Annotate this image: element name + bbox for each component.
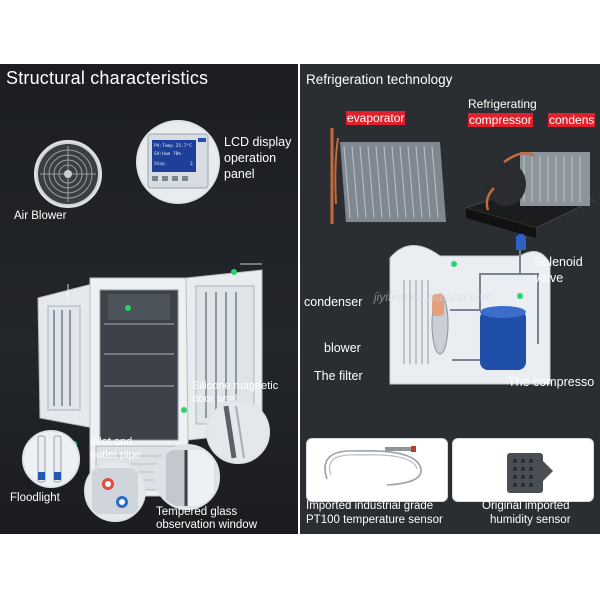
system-schematic (389, 231, 551, 385)
refrigeration-diagram (370, 231, 570, 394)
condenser-label: condenser (304, 295, 363, 309)
humidity-sensor-label-1: Original imported (482, 500, 570, 512)
watermark: jiyifest.en.alibaba.com (374, 290, 493, 304)
temp-sensor-label-2: PT100 temperature sensor (306, 514, 443, 526)
lcd-label-3: panel (224, 167, 255, 181)
lcd-line-4: 3 (190, 162, 193, 167)
refrigerating-label: Refrigerating (468, 97, 537, 111)
temp-sensor-label-1: Imported industrial grade (306, 500, 434, 512)
blower-label: blower (324, 341, 361, 355)
humidity-sensor-card (452, 438, 594, 502)
pt100-sensor-icon (324, 446, 422, 486)
inlet-label-2: outlet pipe (90, 449, 141, 461)
compressor-bottom-label: The compresso (508, 375, 595, 389)
chamber-illustration (37, 263, 263, 497)
filter-label: The filter (314, 369, 363, 383)
humidity-sensor-label-2: humidity sensor (490, 514, 571, 526)
glass-label-2: observation window (156, 519, 258, 531)
air-blower-photo (34, 140, 102, 208)
glass-window-photo (154, 444, 220, 510)
condens-label: condens (548, 113, 596, 127)
solenoid-label-2: valve (534, 271, 564, 285)
compressor-top-label: compressor (468, 113, 533, 127)
silicone-label-1: Silicone magnetic (192, 380, 279, 392)
evaporator-tag: evaporator (346, 111, 406, 125)
air-blower-label: Air Blower (14, 210, 67, 222)
fan-icon (38, 144, 98, 204)
lcd-label-1: LCD display (224, 135, 292, 149)
solenoid-label-1: Solenoid (534, 255, 583, 269)
evaporator-label: evaporator (346, 111, 406, 125)
inlet-pipe-photo (84, 460, 146, 522)
inlet-label-1: Inlet and (90, 436, 133, 448)
lcd-line-1: PV:Temp 25.7°C (154, 144, 192, 149)
structural-title: Structural characteristics (6, 68, 209, 88)
lcd-line-2: SV:Hum 70% (154, 152, 182, 157)
lcd-label-2: operation (224, 151, 277, 165)
condens-tag: condens (548, 113, 596, 127)
controller-icon (147, 133, 209, 189)
pipe-icon (92, 468, 138, 514)
lcd-line-3: Stop (154, 162, 165, 167)
compressor-unit-photo (464, 151, 596, 238)
window-icon (166, 450, 214, 506)
compressor-tag: compressor (468, 113, 533, 127)
door-seal-photo (206, 400, 270, 464)
lcd-panel-photo: PV:Temp 25.7°C SV:Hum 70% Stop 3 (136, 120, 220, 204)
floodlight-label: Floodlight (10, 492, 60, 504)
temperature-sensor-card (306, 438, 448, 502)
refrigeration-title: Refrigeration technology (306, 72, 453, 87)
floodlight-icon (37, 435, 62, 483)
structural-panel: Structural characteristics Air Blower (0, 64, 298, 534)
seal-icon (223, 405, 245, 459)
floodlight-photo (22, 430, 80, 488)
evaporator-photo (330, 128, 446, 224)
glass-label-1: Tempered glass (156, 506, 238, 518)
humidity-sensor-icon (507, 453, 553, 493)
